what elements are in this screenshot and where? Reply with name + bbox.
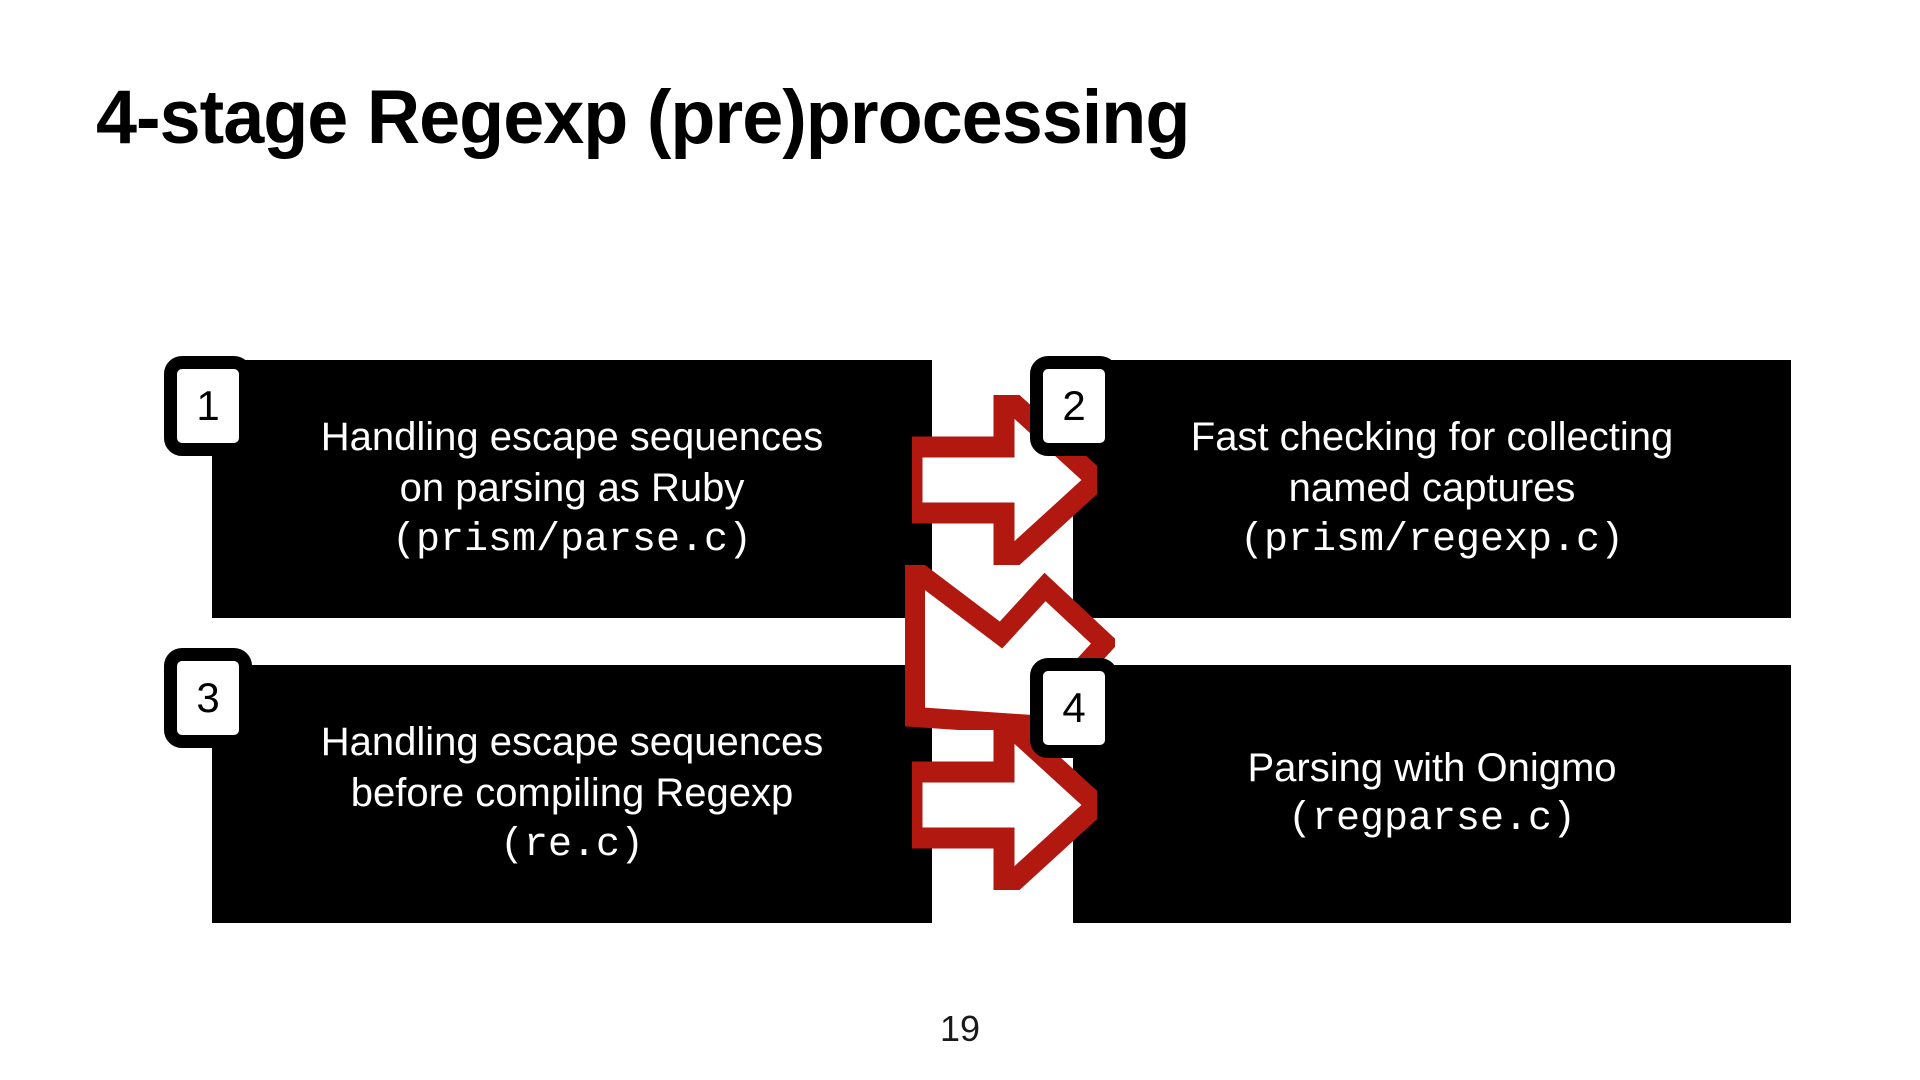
stage-4-file: (regparse.c): [1287, 797, 1577, 842]
stage-2-line-2: named captures: [1288, 466, 1576, 511]
page-title: 4-stage Regexp (pre)processing: [96, 75, 1190, 160]
stage-2-line-1: Fast checking for collecting: [1190, 415, 1674, 460]
stage-badge-4: 4: [1030, 658, 1118, 758]
page-number: 19: [939, 1008, 981, 1049]
stage-2-file: (prism/regexp.c): [1239, 517, 1625, 563]
stage-box-3[interactable]: Handling escape sequences before compili…: [212, 665, 932, 923]
stage-box-1[interactable]: Handling escape sequences on parsing as …: [212, 360, 932, 618]
stage-badge-3: 3: [164, 648, 252, 748]
stage-3-line-1: Handling escape sequences: [320, 720, 824, 765]
stage-badge-2: 2: [1030, 356, 1118, 456]
stage-1-file: (prism/parse.c): [391, 517, 753, 563]
stage-badge-2-label: 2: [1062, 382, 1086, 429]
stage-3-line-2: before compiling Regexp: [350, 771, 794, 816]
arrow-stage3-to-stage4: [901, 696, 1113, 914]
stage-badge-1: 1: [164, 356, 252, 456]
stage-1-line-1: Handling escape sequences: [320, 415, 824, 460]
stage-badge-3-label: 3: [196, 674, 220, 721]
arrow-stage1-to-stage2: [901, 371, 1113, 589]
stage-4-line-1: Parsing with Onigmo: [1247, 745, 1617, 790]
stage-3-file: (re.c): [499, 822, 645, 868]
stage-badge-1-label: 1: [196, 382, 220, 429]
stage-1-line-2: on parsing as Ruby: [399, 466, 745, 511]
stage-box-2[interactable]: Fast checking for collecting named captu…: [1073, 360, 1791, 618]
stage-box-4[interactable]: Parsing with Onigmo (regparse.c): [1073, 665, 1791, 923]
stage-badge-4-label: 4: [1062, 684, 1086, 731]
